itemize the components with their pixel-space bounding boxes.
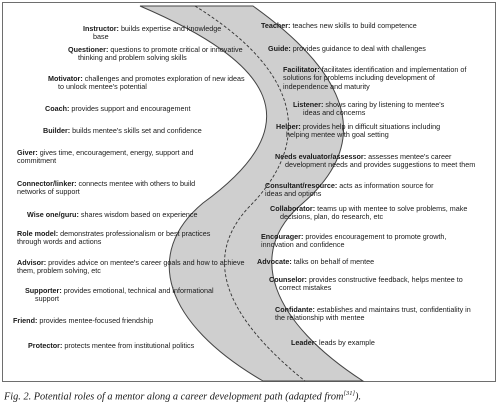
role-instructor: Instructor: builds expertise and knowled… <box>83 24 222 42</box>
role-teacher: Teacher: teaches new skills to build com… <box>261 21 417 30</box>
role-advocate: Advocate: talks on behalf of mentee <box>257 257 375 266</box>
role-builder: Builder: builds mentee's skills set and … <box>43 126 202 135</box>
role-questioner: Questioner: questions to promote critica… <box>68 45 243 63</box>
role-facilitator: Facilitator: facilitates identification … <box>283 65 467 91</box>
role-listener: Listener: shows caring by listening to m… <box>293 100 445 118</box>
figure-caption: Fig. 2. Potential roles of a mentor alon… <box>4 390 362 403</box>
role-confidante: Confidante: establishes and maintains tr… <box>275 305 471 323</box>
role-wise-one-guru: Wise one/guru: shares wisdom based on ex… <box>27 210 198 219</box>
role-consultant-resource: Consultant/resource: acts as information… <box>265 181 434 199</box>
role-guide: Guide: provides guidance to deal with ch… <box>268 44 426 53</box>
role-counselor: Counselor: provides constructive feedbac… <box>269 275 463 293</box>
role-connector-linker: Connector/linker: connects mentee with o… <box>17 179 196 197</box>
figure-frame: Instructor: builds expertise and knowled… <box>2 2 496 382</box>
role-motivator: Motivator: challenges and promotes explo… <box>48 74 245 92</box>
role-protector: Protector: protects mentee from institut… <box>28 341 195 350</box>
role-encourager: Encourager: provides encouragement to pr… <box>261 232 447 250</box>
role-collaborator: Collaborator: teams up with mentee to so… <box>270 204 468 222</box>
role-giver: Giver: gives time, encouragement, energy… <box>17 148 194 166</box>
career-path-diagram <box>139 5 365 382</box>
role-friend: Friend: provides mentee-focused friendsh… <box>13 316 154 325</box>
role-role-model: Role model: demonstrates professionalism… <box>17 229 211 247</box>
role-needs-evaluator-assessor: Needs evaluator/assessor: assesses mente… <box>275 152 476 170</box>
role-coach: Coach: provides support and encouragemen… <box>45 104 191 113</box>
role-advisor: Advisor: provides advice on mentee's car… <box>17 258 245 276</box>
career-path-centerline <box>194 5 306 382</box>
role-supporter: Supporter: provides emotional, technical… <box>25 286 214 304</box>
role-leader: Leader: leads by example <box>291 338 375 347</box>
role-helper: Helper: provides help in difficult situa… <box>276 122 441 140</box>
career-path-band <box>139 5 365 382</box>
